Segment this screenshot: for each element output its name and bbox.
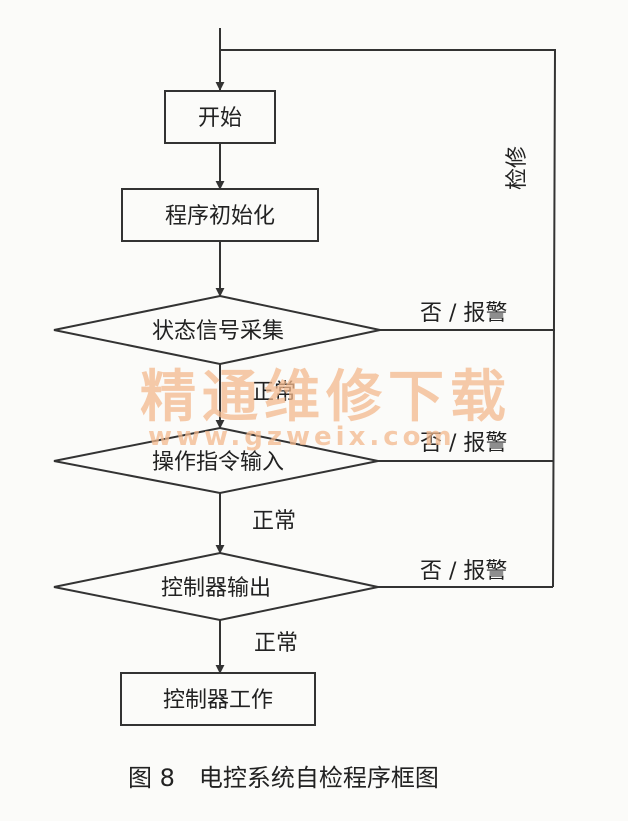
figure-caption: 图 8 电控系统自检程序框图 — [128, 764, 439, 792]
edge-label-normal-1: 正常 — [252, 380, 296, 405]
edge-label-alarm-2: 否 / 报警 — [420, 431, 507, 456]
node-state-collect: 状态信号采集 — [53, 294, 381, 366]
node-start-label: 开始 — [198, 106, 242, 131]
node-init: 程序初始化 — [121, 188, 319, 242]
node-op-input: 操作指令输入 — [53, 426, 379, 495]
node-ctrl-output: 控制器输出 — [53, 551, 379, 622]
edge-label-alarm-3: 否 / 报警 — [420, 559, 507, 584]
edge-label-alarm-1: 否 / 报警 — [420, 301, 507, 326]
node-start: 开始 — [164, 90, 276, 144]
connectors — [215, 28, 557, 674]
node-ctrl-work-label: 控制器工作 — [163, 688, 273, 713]
node-op-input-label: 操作指令输入 — [152, 450, 284, 475]
edge-label-repair: 检修 — [505, 146, 530, 190]
node-init-label: 程序初始化 — [165, 204, 275, 229]
edge-label-normal-3: 正常 — [254, 631, 298, 656]
node-ctrl-output-label: 控制器输出 — [161, 576, 271, 601]
edge-label-normal-2: 正常 — [252, 509, 296, 534]
node-state-collect-label: 状态信号采集 — [152, 319, 284, 344]
node-ctrl-work: 控制器工作 — [120, 672, 316, 726]
connector-repair-loop — [220, 49, 557, 588]
watermark-title: 精通维修下载 — [140, 365, 512, 430]
watermark-url: www.gzweix.com — [148, 422, 456, 452]
